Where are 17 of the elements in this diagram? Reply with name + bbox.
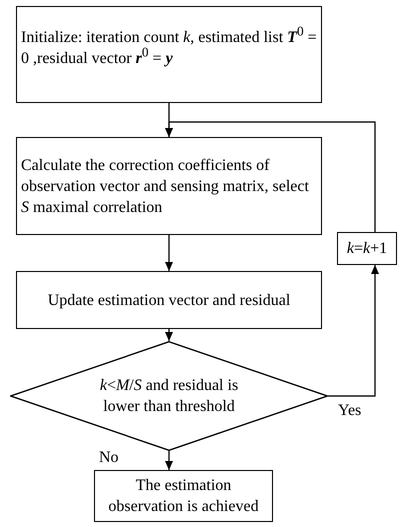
node-text: k=k+1	[346, 239, 388, 259]
process-box	[16, 137, 322, 235]
arrow	[165, 451, 173, 470]
arrow	[165, 235, 173, 271]
node-text: The estimation observation is achieved	[107, 476, 260, 517]
process-box	[16, 271, 322, 329]
node-text: Update estimation vector and residual	[46, 290, 292, 310]
node-text: Initialize: iteration count k, estimated list T$^{0}$ = 0 ,residual vector r$^{0}$ = y	[20, 27, 318, 69]
arrow	[165, 121, 376, 232]
node-text: k<M/S and residual is lower than threshold	[98, 376, 240, 417]
arrow	[165, 329, 173, 341]
process-box	[16, 6, 322, 103]
terminal-box	[94, 470, 273, 522]
node-text: Calculate the correction coefficients of observation vector and sensing matrix, select S maximal correlation	[20, 156, 310, 218]
decision-diamond	[10, 341, 328, 451]
arrow	[328, 265, 379, 397]
process-box	[337, 232, 397, 265]
